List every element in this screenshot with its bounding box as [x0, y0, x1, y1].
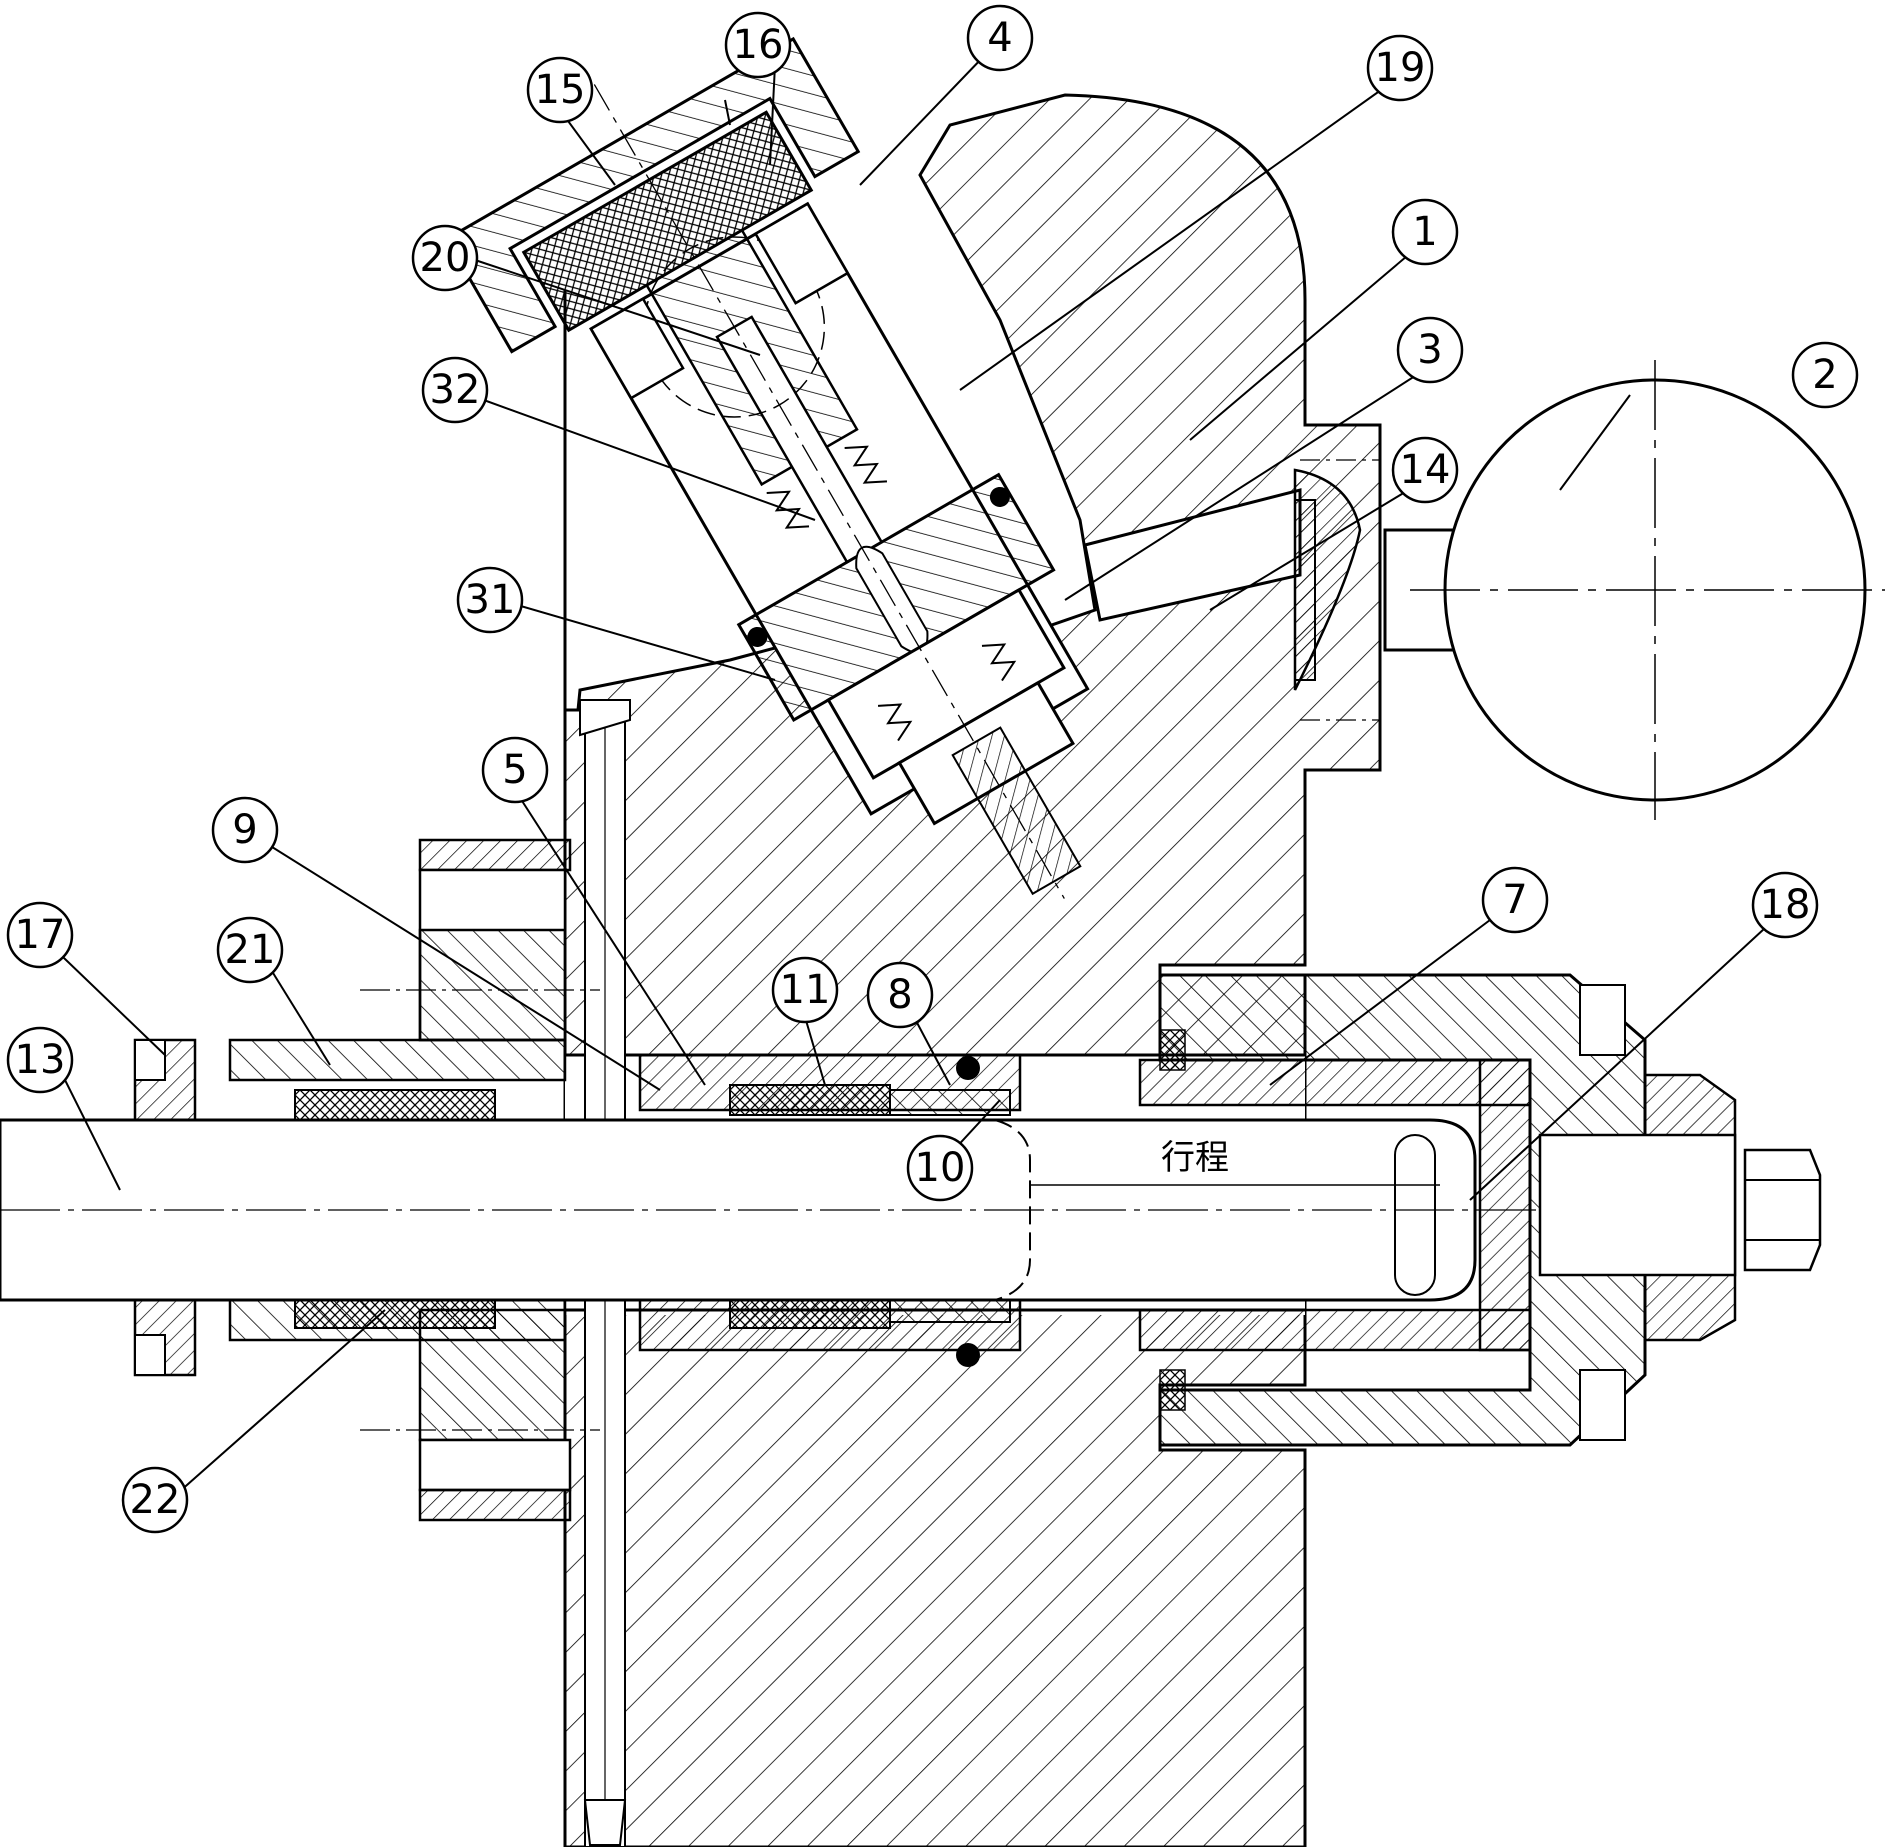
svg-text:15: 15: [535, 67, 586, 113]
part-label-13: 13: [6, 1026, 74, 1094]
part-label-21: 21: [216, 916, 284, 984]
svg-text:16: 16: [733, 22, 784, 68]
part-label-2: 2: [1791, 341, 1859, 409]
part-label-10: 10: [906, 1134, 974, 1202]
part-label-11: 11: [771, 956, 839, 1024]
part-label-1: 1: [1391, 198, 1459, 266]
svg-text:10: 10: [915, 1145, 966, 1191]
part-label-7: 7: [1481, 866, 1549, 934]
svg-text:32: 32: [430, 367, 481, 413]
part-label-14: 14: [1391, 436, 1459, 504]
part-label-5: 5: [481, 736, 549, 804]
part-label-17: 17: [6, 901, 74, 969]
svg-text:14: 14: [1400, 447, 1451, 493]
plunger-shaft: [0, 1118, 1610, 1302]
part-labels: 15 16 4 19 20 1 3 2 32 14 31 5 9 7 18 17…: [6, 4, 1859, 1534]
svg-text:21: 21: [225, 927, 276, 973]
svg-text:9: 9: [232, 807, 257, 853]
svg-text:1: 1: [1412, 209, 1437, 255]
svg-text:18: 18: [1760, 882, 1811, 928]
part-label-15: 15: [526, 56, 594, 124]
svg-text:11: 11: [780, 967, 831, 1013]
valve-assembly: [444, 36, 1090, 899]
part-label-3: 3: [1396, 316, 1464, 384]
part-label-18: 18: [1751, 871, 1819, 939]
part-label-31: 31: [456, 566, 524, 634]
svg-text:17: 17: [15, 912, 66, 958]
svg-text:13: 13: [15, 1037, 66, 1083]
svg-text:31: 31: [465, 577, 516, 623]
gauge-connector: [1083, 459, 1457, 721]
part-label-22: 22: [121, 1466, 189, 1534]
end-bolt: [1538, 1073, 1822, 1342]
part-label-16: 16: [724, 11, 792, 79]
svg-text:7: 7: [1502, 877, 1527, 923]
pressure-gauge: [1410, 360, 1885, 820]
part-label-9: 9: [211, 796, 279, 864]
svg-text:8: 8: [887, 972, 912, 1018]
part-label-19: 19: [1366, 34, 1434, 102]
svg-text:2: 2: [1812, 352, 1837, 398]
right-cylinder: [1138, 973, 1647, 1447]
part-label-4: 4: [966, 4, 1034, 72]
svg-text:5: 5: [502, 747, 527, 793]
part-label-8: 8: [866, 961, 934, 1029]
svg-text:3: 3: [1417, 327, 1442, 373]
part-label-20: 20: [411, 224, 479, 292]
svg-text:19: 19: [1375, 45, 1426, 91]
stroke-label: 行程: [1161, 1138, 1229, 1178]
svg-text:20: 20: [420, 235, 471, 281]
svg-text:22: 22: [130, 1477, 181, 1523]
part-label-32: 32: [421, 356, 489, 424]
svg-text:4: 4: [987, 15, 1012, 61]
